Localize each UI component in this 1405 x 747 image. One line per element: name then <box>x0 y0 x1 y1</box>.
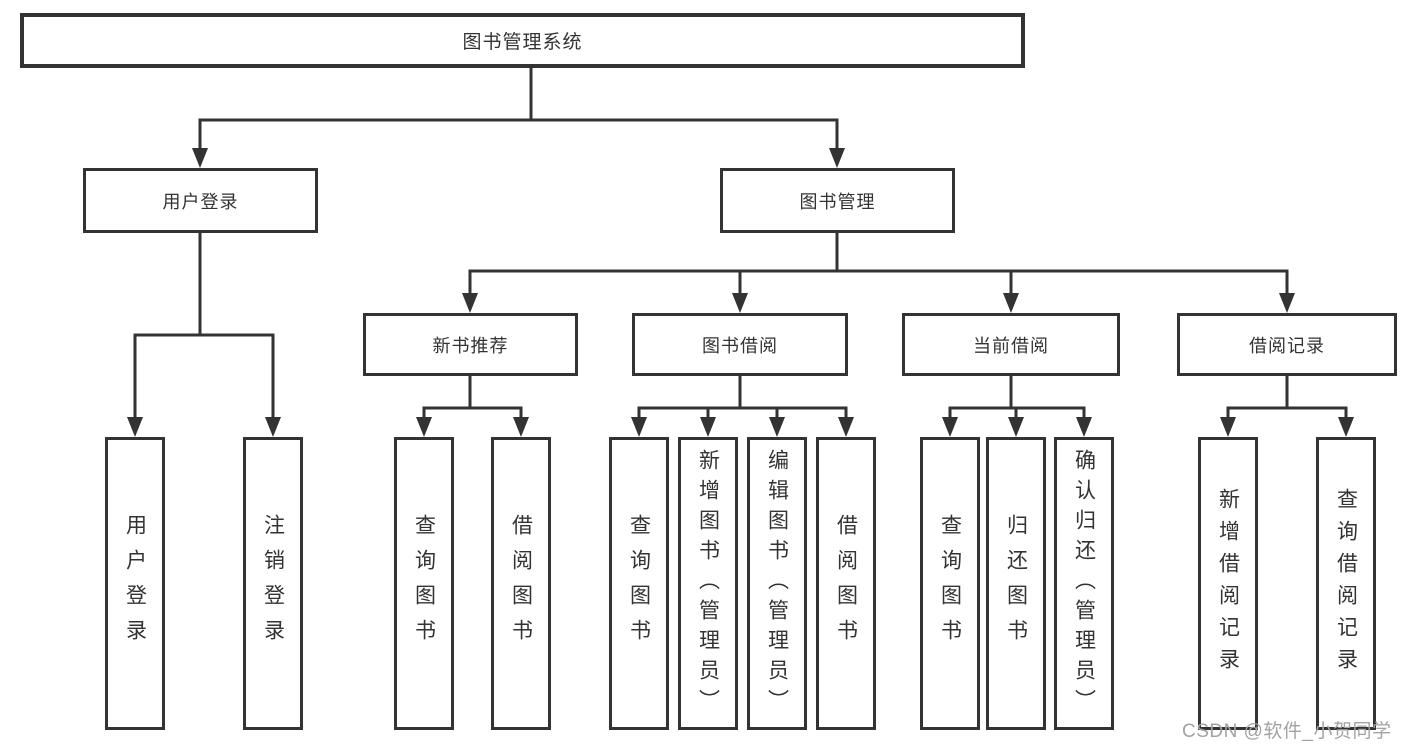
node-new-book-recommend: 新书推荐 <box>363 313 578 376</box>
connector-line <box>198 118 839 151</box>
node-label: 图书管理 <box>799 191 876 212</box>
node-label: 借阅图书 <box>834 513 858 654</box>
arrowhead-down-icon <box>942 417 958 437</box>
arrowhead-down-icon <box>700 417 716 437</box>
leaf-recommend-borrow-book: 借阅图书 <box>491 437 551 730</box>
node-label: 图书管理系统 <box>462 32 583 53</box>
connector-line <box>422 406 523 422</box>
node-label: 当前借阅 <box>973 335 1049 356</box>
leaf-user-login: 用户登录 <box>105 437 165 730</box>
arrowhead-down-icon <box>127 417 143 437</box>
leaf-borrow-query-book: 查询图书 <box>609 437 669 730</box>
arrowhead-down-icon <box>1008 417 1024 437</box>
node-label: 用户登录 <box>162 191 239 212</box>
node-root-system: 图书管理系统 <box>20 13 1025 68</box>
node-label: 查询借阅记录 <box>1334 487 1358 680</box>
leaf-add-borrow-record: 新增借阅记录 <box>1198 437 1258 730</box>
node-current-borrow: 当前借阅 <box>902 313 1120 376</box>
node-label: 图书借阅 <box>702 335 778 356</box>
leaf-add-book-admin: 新增图书（管理员） <box>678 437 738 730</box>
node-label: 新书推荐 <box>432 335 509 356</box>
node-label: 借阅记录 <box>1249 335 1325 356</box>
arrowhead-down-icon <box>1338 417 1354 437</box>
connector-line <box>133 333 275 422</box>
node-borrow-records: 借阅记录 <box>1177 313 1397 376</box>
connector-book-management-to-level3 <box>462 233 1295 313</box>
node-label: 新增借阅记录 <box>1216 487 1240 680</box>
leaf-logout: 注销登录 <box>243 437 303 730</box>
connector-new-book-recommend-to-leaves <box>416 376 529 437</box>
node-label: 用户登录 <box>123 513 147 654</box>
node-label: 查询图书 <box>938 513 962 654</box>
leaf-confirm-return-admin: 确认归还（管理员） <box>1054 437 1114 730</box>
csdn-watermark: CSDN @软件_小贺同学 <box>1182 721 1392 742</box>
arrowhead-down-icon <box>769 417 785 437</box>
node-user-login: 用户登录 <box>83 168 318 233</box>
arrowhead-down-icon <box>1279 293 1295 313</box>
arrowhead-down-icon <box>631 417 647 437</box>
node-label: 归还图书 <box>1004 513 1028 654</box>
arrowhead-down-icon <box>1003 293 1019 313</box>
arrowhead-down-icon <box>838 417 854 437</box>
leaf-return-book: 归还图书 <box>986 437 1046 730</box>
node-label: 查询图书 <box>627 513 651 654</box>
arrowhead-down-icon <box>829 148 845 168</box>
node-book-management: 图书管理 <box>720 168 955 233</box>
arrowhead-down-icon <box>513 417 529 437</box>
arrowhead-down-icon <box>462 293 478 313</box>
arrowhead-down-icon <box>732 293 748 313</box>
node-label: 借阅图书 <box>509 513 533 654</box>
arrowhead-down-icon <box>1220 417 1236 437</box>
connector-line <box>468 269 1289 296</box>
connector-root-to-level2 <box>192 68 845 168</box>
connector-book-borrow-to-leaves <box>631 376 854 437</box>
connector-line <box>1226 406 1348 422</box>
arrowhead-down-icon <box>416 417 432 437</box>
leaf-borrow-book: 借阅图书 <box>816 437 876 730</box>
arrowhead-down-icon <box>1076 417 1092 437</box>
leaf-recommend-query-book: 查询图书 <box>394 437 454 730</box>
leaf-query-borrow-record: 查询借阅记录 <box>1316 437 1376 730</box>
arrowhead-down-icon <box>265 417 281 437</box>
connector-current-borrow-to-leaves <box>942 376 1092 437</box>
leaf-edit-book-admin: 编辑图书（管理员） <box>747 437 807 730</box>
connector-borrow-records-to-leaves <box>1220 376 1354 437</box>
leaf-current-query-book: 查询图书 <box>920 437 980 730</box>
node-label: 注销登录 <box>261 513 285 654</box>
node-label: 确认归还（管理员） <box>1072 448 1096 719</box>
node-label: 编辑图书（管理员） <box>765 448 789 719</box>
node-book-borrow: 图书借阅 <box>632 313 848 376</box>
node-label: 新增图书（管理员） <box>696 448 720 719</box>
connector-user-login-to-leaves <box>127 233 281 437</box>
arrowhead-down-icon <box>192 148 208 168</box>
node-label: 查询图书 <box>412 513 436 654</box>
connector-line <box>637 406 848 422</box>
